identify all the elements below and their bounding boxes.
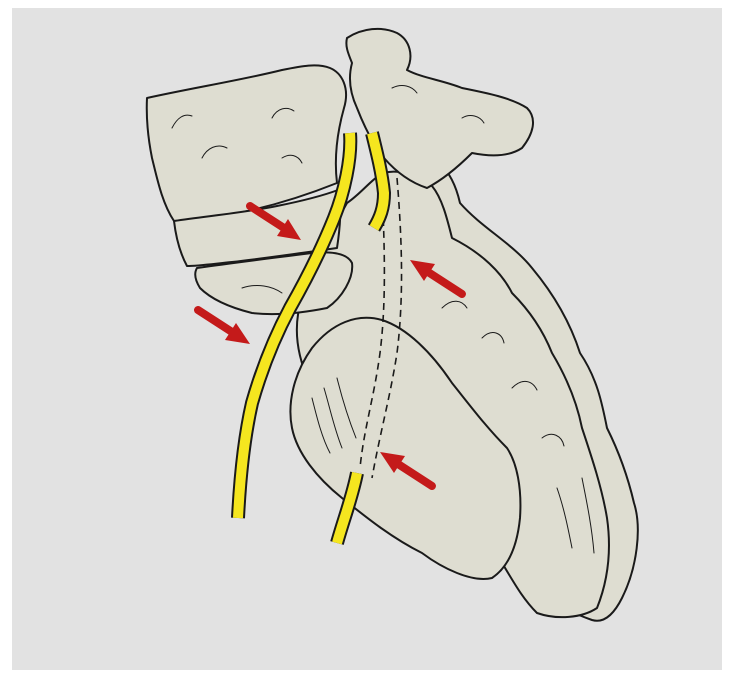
spine-illustration bbox=[12, 8, 722, 670]
diagram-panel bbox=[12, 8, 722, 670]
